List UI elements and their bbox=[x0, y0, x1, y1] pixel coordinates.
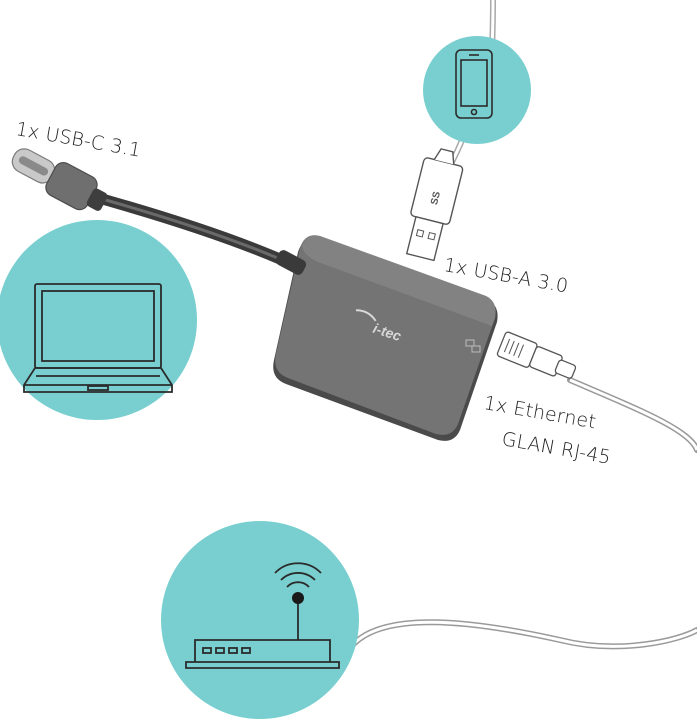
logo-swoosh bbox=[355, 309, 377, 322]
usb-a-plug bbox=[405, 148, 464, 262]
router-circle bbox=[161, 521, 359, 719]
phone-circle bbox=[423, 36, 531, 144]
usb-c-strain-relief bbox=[275, 250, 307, 275]
laptop-circle bbox=[0, 220, 197, 420]
usb-a-ss-logo: SS bbox=[429, 190, 443, 206]
ethernet-port-icon bbox=[465, 339, 481, 353]
ethernet-cable-inner bbox=[569, 378, 697, 451]
wifi-router-icon bbox=[185, 562, 340, 669]
router-antenna-tip bbox=[292, 592, 304, 604]
usb-c-plug bbox=[11, 148, 108, 211]
router-cable-inner bbox=[348, 620, 697, 649]
smartphone-icon bbox=[455, 49, 493, 119]
usb-hub: i-tec bbox=[273, 235, 498, 441]
rj45-plug bbox=[496, 331, 577, 379]
hub-highlight bbox=[302, 235, 496, 326]
laptop-icon bbox=[23, 283, 173, 393]
